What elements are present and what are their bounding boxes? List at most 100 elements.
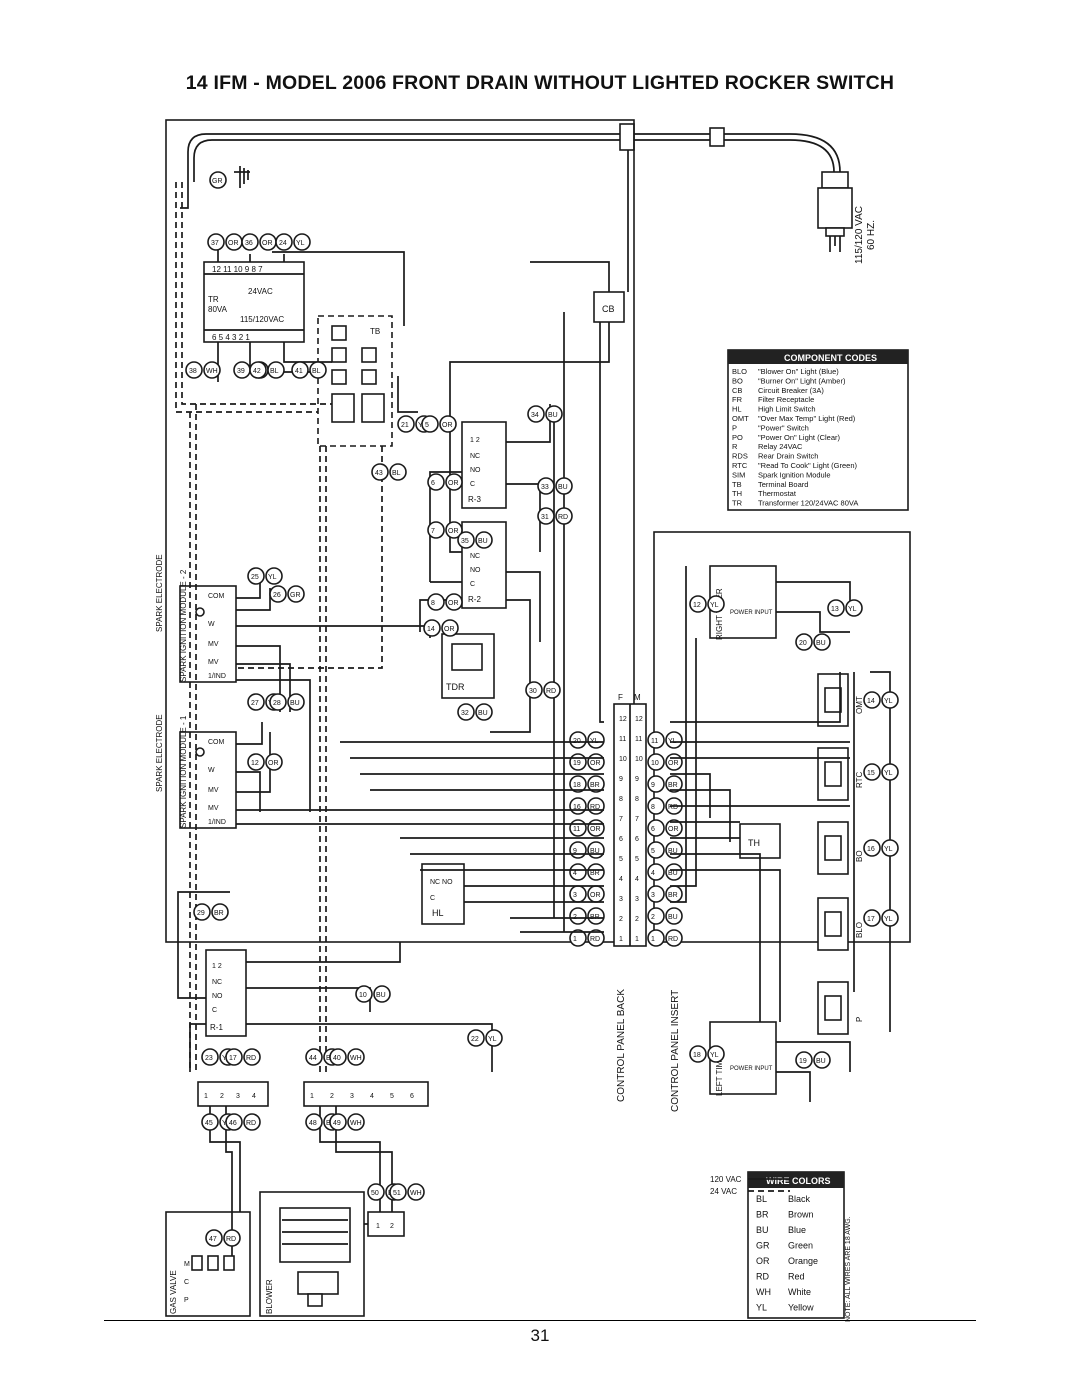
wire-number: 34 (531, 412, 539, 419)
wire-number: 2 (651, 914, 655, 921)
strip-pin-label: 4 (635, 876, 639, 883)
wire-number: 4 (651, 870, 655, 877)
wire-number: 19 (799, 1058, 807, 1065)
wire-number: 21 (401, 422, 409, 429)
svg-text:TH: TH (748, 838, 760, 848)
connector-right (303, 1081, 429, 1107)
wire-number: 45 (205, 1120, 213, 1127)
strip-pin-label: 3 (635, 896, 639, 903)
wire-color-code: BL (756, 1194, 767, 1204)
wire-color-code: RD (590, 936, 600, 943)
component-code: RTC (732, 461, 748, 470)
power-cord (187, 123, 841, 182)
relay-r1: 1 2 NC NO C R-1 (205, 949, 247, 1037)
wire-number: 50 (371, 1190, 379, 1197)
wire-number: 5 (651, 848, 655, 855)
wire-number: 29 (197, 910, 205, 917)
wire-color-code: OR (590, 826, 601, 833)
spark-electrode-2-label: SPARK ELECTRODE (155, 554, 164, 632)
wire-number: 26 (273, 592, 281, 599)
wire-number: 27 (251, 700, 259, 707)
wire-color-name: Brown (788, 1210, 814, 1220)
connector-pin-label: 4 (252, 1093, 256, 1100)
wire-color-code: BU (548, 412, 558, 419)
wire-color-code: BU (668, 848, 678, 855)
strip-pin-label: 10 (619, 756, 627, 763)
strip-wire-right: 5 BU (647, 841, 683, 859)
svg-text:MV: MV (208, 641, 219, 648)
wire-color-code: OR (756, 1256, 770, 1266)
svg-text:NC: NC (212, 979, 222, 986)
strip-pin-label: 9 (635, 776, 639, 783)
wire-label: 46 RD (225, 1113, 261, 1131)
wire-color-code: YL (710, 602, 719, 609)
connector-pin-label: 2 (390, 1223, 394, 1230)
indicator-light-blo: BLO (817, 897, 864, 951)
wire-number: 12 (693, 602, 701, 609)
control-panel-insert-label: CONTROL PANEL INSERT (670, 990, 681, 1112)
wire-number: 3 (651, 892, 655, 899)
svg-text:12 11 10 9 8 7: 12 11 10 9 8 7 (212, 265, 263, 274)
control-panel-insert-outline (653, 531, 911, 943)
connector-left (197, 1081, 269, 1107)
wire-label: 34 BU (527, 405, 563, 423)
strip-pin-label: 1 (635, 936, 639, 943)
wire-number: 5 (425, 422, 429, 429)
gas-valve: M C P (165, 1211, 251, 1317)
wire-number: 39 (237, 368, 245, 375)
wire-number: 14 (427, 626, 435, 633)
svg-text:1/IND: 1/IND (208, 673, 226, 680)
wire-color-code: BL (392, 470, 401, 477)
component-code: PO (732, 433, 743, 442)
component-code: CB (732, 386, 742, 395)
wire-number: 33 (541, 484, 549, 491)
wire-color-name: Black (788, 1194, 811, 1204)
component-description: Relay 24VAC (758, 442, 803, 451)
wire-note: NOTE: ALL WIRES ARE 18 AWG. (845, 1216, 852, 1322)
wire-color-code: RD (246, 1055, 256, 1062)
strip-pin-label: 7 (635, 816, 639, 823)
wire-color-code: BL (270, 368, 279, 375)
wire-label: 14 YL (863, 691, 899, 709)
wire-number: 46 (229, 1120, 237, 1127)
svg-text:POWER INPUT: POWER INPUT (730, 610, 773, 616)
strip-pin-label: 5 (619, 856, 623, 863)
wire-number: 25 (251, 574, 259, 581)
wire-color-code: RD (246, 1120, 256, 1127)
wire-number: 14 (867, 698, 875, 705)
component-description: Rear Drain Switch (758, 452, 818, 461)
wire-color-code: BU (668, 870, 678, 877)
wire-color-code: YL (710, 1052, 719, 1059)
supply-frequency-label: 60 HZ. (866, 220, 877, 250)
wire-color-code: YL (884, 698, 893, 705)
svg-text:POWER INPUT: POWER INPUT (730, 1066, 773, 1072)
strip-pin-label: 7 (619, 816, 623, 823)
connector-pin-label: 1 (310, 1093, 314, 1100)
component-code: TB (732, 480, 742, 489)
strip-pin-label: 6 (635, 836, 639, 843)
svg-text:C: C (212, 1007, 217, 1014)
svg-text:COM: COM (208, 739, 225, 746)
wire-color-code: BR (668, 892, 678, 899)
wire-number: 19 (573, 760, 581, 767)
wire-color-code: WH (410, 1190, 422, 1197)
indicator-light-label: RTC (855, 771, 864, 788)
wire-number: 1 (573, 936, 577, 943)
strip-pin-label: 2 (635, 916, 639, 923)
ground-wire-label: GR (212, 178, 223, 185)
